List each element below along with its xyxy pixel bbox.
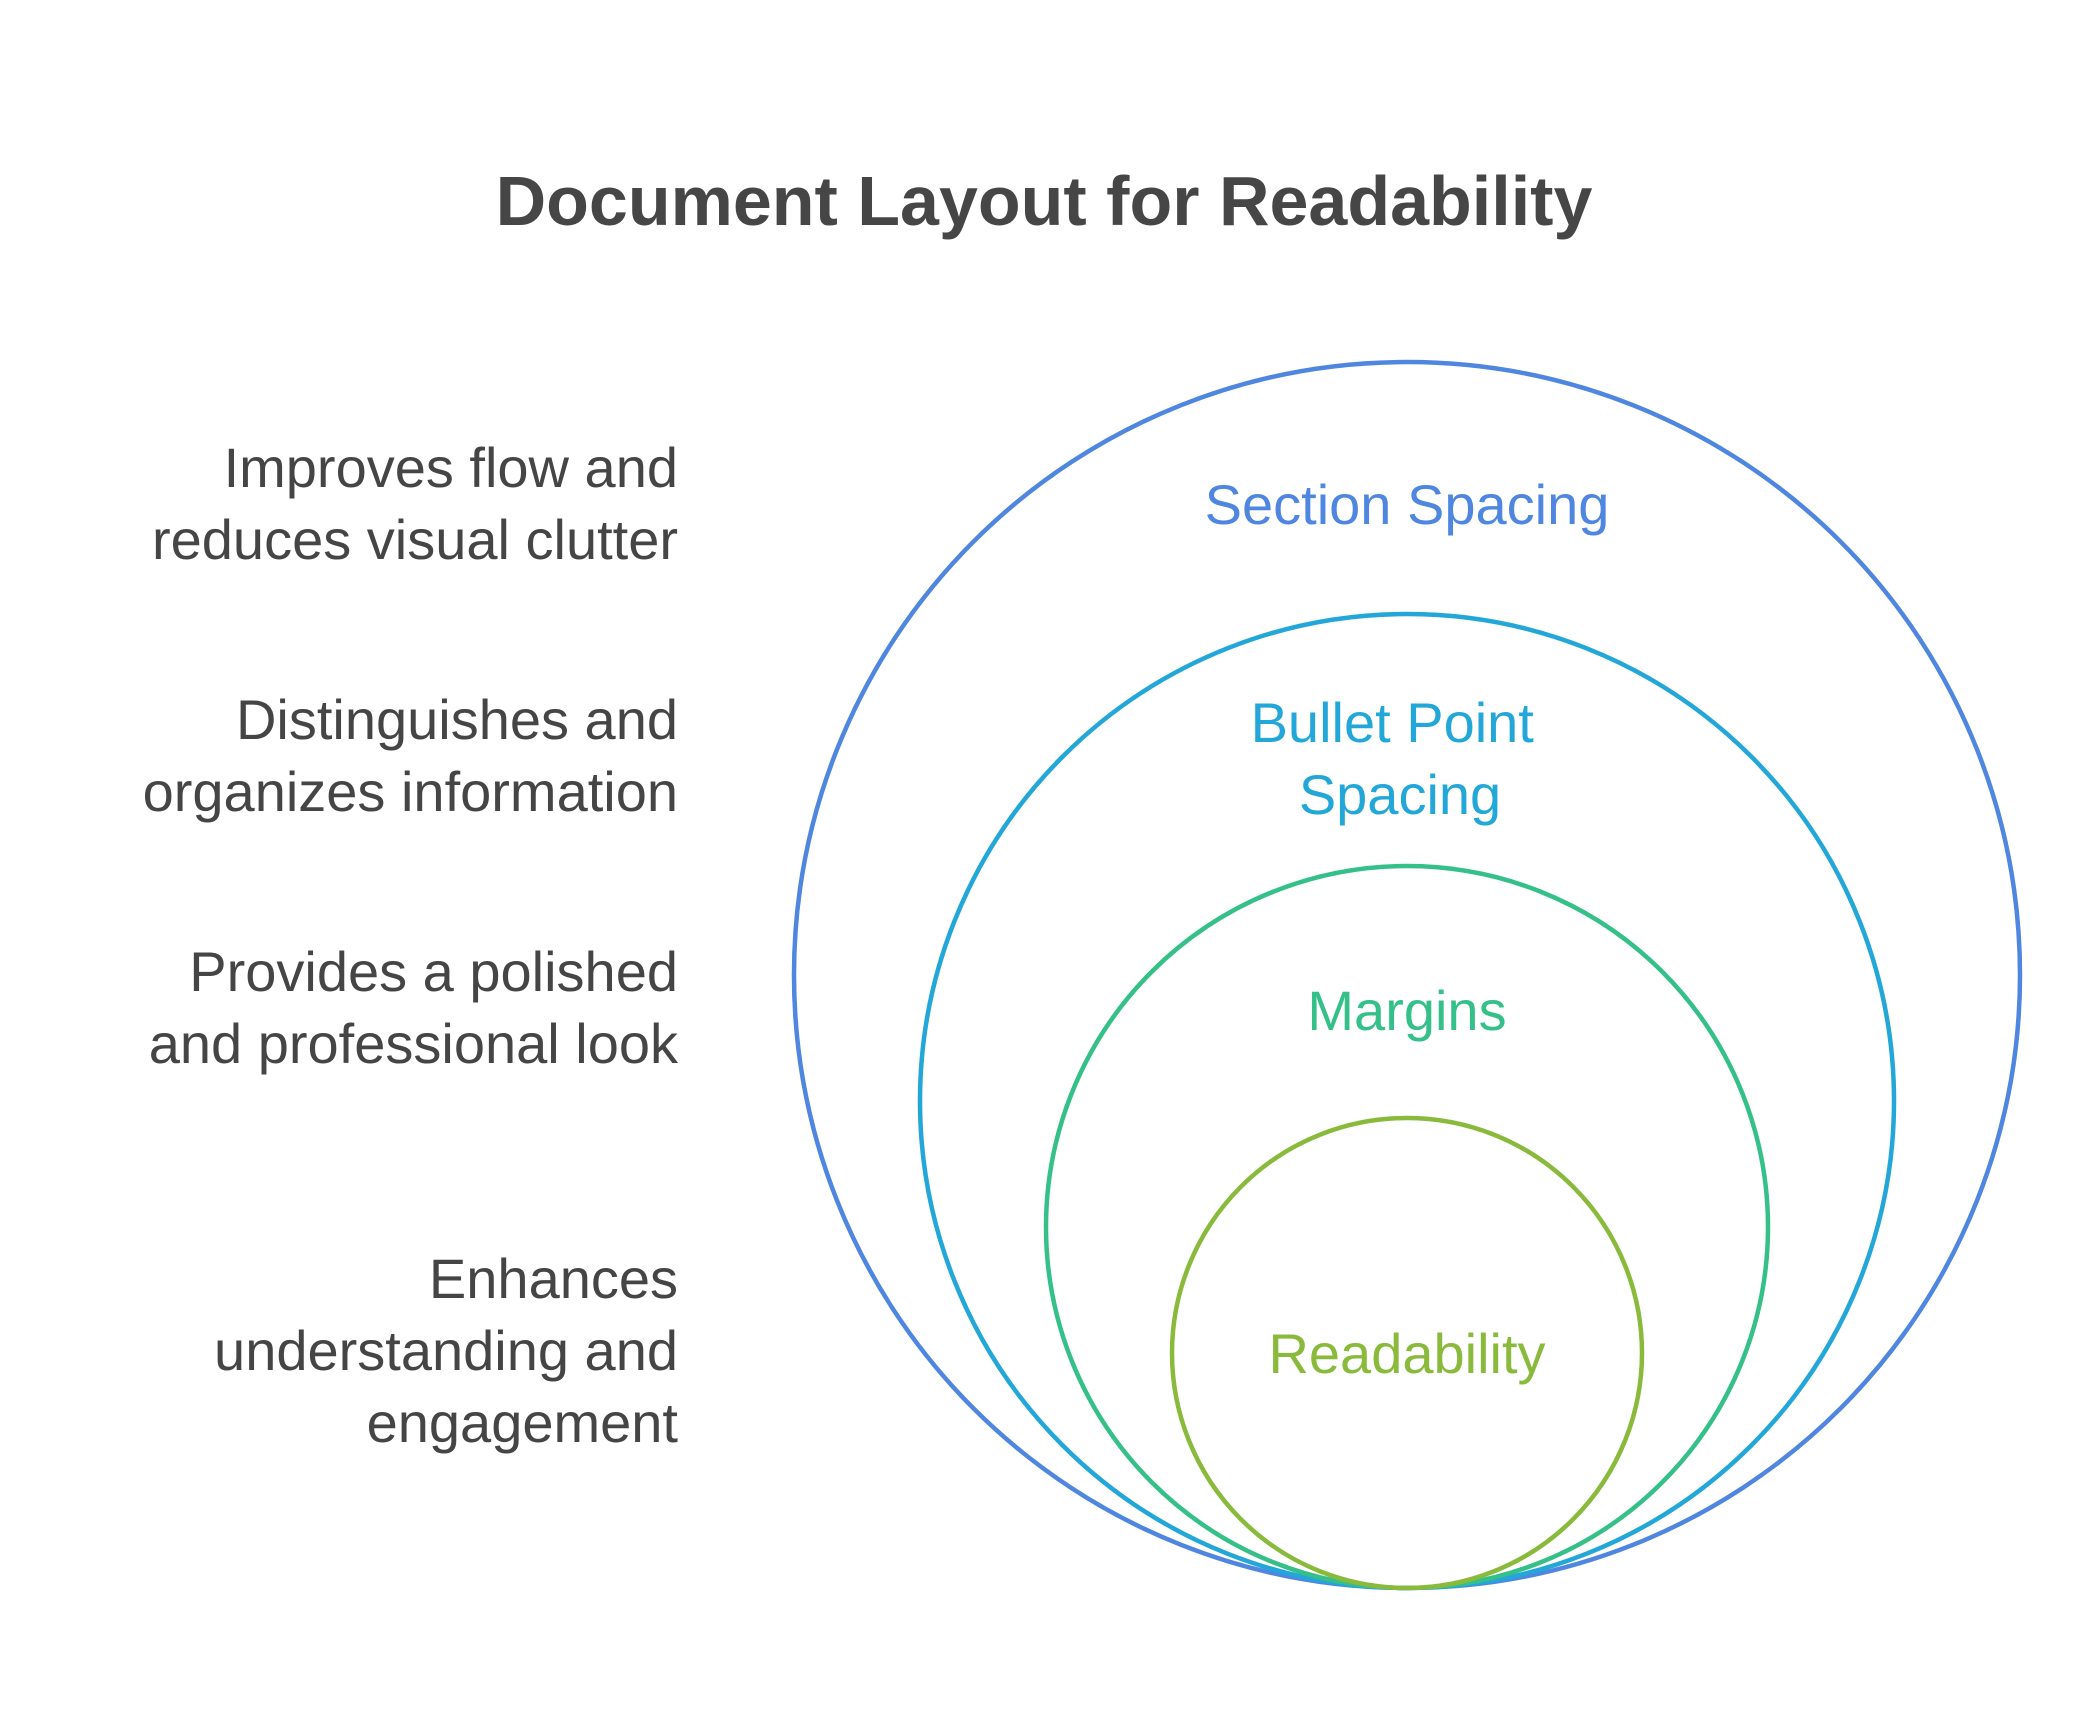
description-line: and professional look xyxy=(148,1012,678,1075)
ring-bullet-point-spacing xyxy=(917,611,1897,1591)
description-section-spacing: Improves flow and reduces visual clutter xyxy=(38,432,678,576)
description-line: Distinguishes and xyxy=(235,688,678,751)
description-line: reduces visual clutter xyxy=(151,508,678,571)
label-section-spacing: Section Spacing xyxy=(1205,473,1610,536)
label-readability: Readability xyxy=(1268,1322,1545,1385)
diagram-title: Document Layout for Readability xyxy=(495,162,1593,240)
ring-readability xyxy=(1169,1115,1645,1591)
description-line: Improves flow and xyxy=(223,436,678,499)
description-bullet-point-spacing: Distinguishes and organizes information xyxy=(38,684,678,828)
description-line: engagement xyxy=(366,1391,678,1454)
label-bullet-point-spacing: Bullet Point Spacing xyxy=(1251,691,1550,826)
ring-margins xyxy=(1043,863,1771,1591)
description-line: organizes information xyxy=(142,760,678,823)
ring-section-spacing xyxy=(791,359,2023,1591)
description-readability: Enhances understanding and engagement xyxy=(38,1243,678,1459)
label-margins: Margins xyxy=(1307,979,1506,1042)
description-margins: Provides a polished and professional loo… xyxy=(38,936,678,1080)
description-line: Enhances xyxy=(428,1247,678,1310)
description-line: understanding and xyxy=(214,1319,678,1382)
description-line: Provides a polished xyxy=(189,940,678,1003)
